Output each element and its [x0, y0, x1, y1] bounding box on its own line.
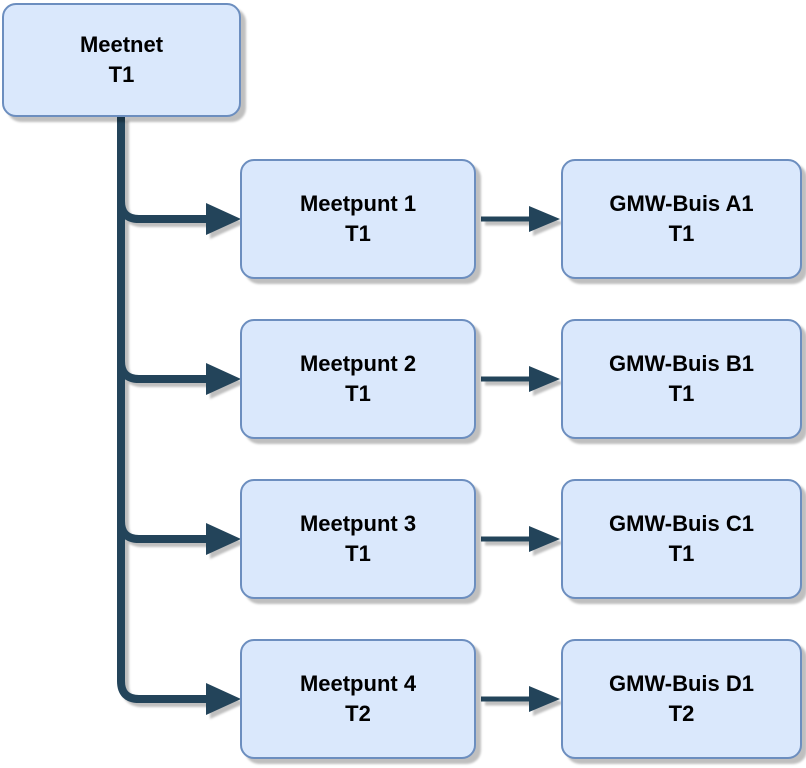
arrowhead-icon	[529, 366, 560, 392]
node-label: Meetpunt 4	[299, 671, 417, 696]
arrowhead-icon	[529, 526, 560, 552]
arrowhead-icon	[206, 523, 241, 555]
node-sublabel: T2	[345, 701, 371, 726]
node-label: GMW-Buis B1	[609, 351, 754, 376]
edge-root-to-meetpunt-3	[117, 117, 206, 543]
node-sublabel: T1	[668, 541, 695, 566]
node-label: Meetnet	[79, 32, 164, 57]
node-gmw-buis-c1: GMW-Buis C1 T1	[561, 479, 802, 599]
node-gmw-buis-b1: GMW-Buis B1 T1	[561, 319, 802, 439]
node-meetpunt-4: Meetpunt 4 T2	[240, 639, 476, 759]
arrowhead-icon	[206, 363, 241, 395]
node-meetpunt-1: Meetpunt 1 T1	[240, 159, 476, 279]
node-label: Meetpunt 1	[299, 191, 417, 216]
node-meetpunt-2: Meetpunt 2 T1	[240, 319, 476, 439]
node-gmw-buis-a1: GMW-Buis A1 T1	[561, 159, 802, 279]
edge-root-to-meetpunt-2	[117, 117, 206, 383]
arrowhead-icon	[206, 683, 241, 715]
node-sublabel: T1	[345, 381, 371, 406]
node-sublabel: T1	[345, 221, 371, 246]
node-meetnet: Meetnet T1	[2, 3, 241, 117]
node-meetpunt-3: Meetpunt 3 T1	[240, 479, 476, 599]
edge-root-to-meetpunt-4	[117, 117, 206, 703]
node-sublabel: T1	[108, 62, 135, 87]
node-gmw-buis-d1: GMW-Buis D1 T2	[561, 639, 802, 759]
arrowhead-icon	[529, 686, 560, 712]
node-sublabel: T1	[668, 221, 695, 246]
node-label: Meetpunt 2	[299, 351, 417, 376]
node-sublabel: T2	[668, 701, 695, 726]
node-label: GMW-Buis D1	[609, 671, 754, 696]
node-label: GMW-Buis A1	[609, 191, 754, 216]
node-sublabel: T1	[668, 381, 695, 406]
node-label: Meetpunt 3	[299, 511, 417, 536]
arrowhead-icon	[529, 206, 560, 232]
edge-root-to-meetpunt-1	[117, 117, 206, 223]
node-sublabel: T1	[345, 541, 371, 566]
node-label: GMW-Buis C1	[609, 511, 754, 536]
arrowhead-icon	[206, 203, 241, 235]
